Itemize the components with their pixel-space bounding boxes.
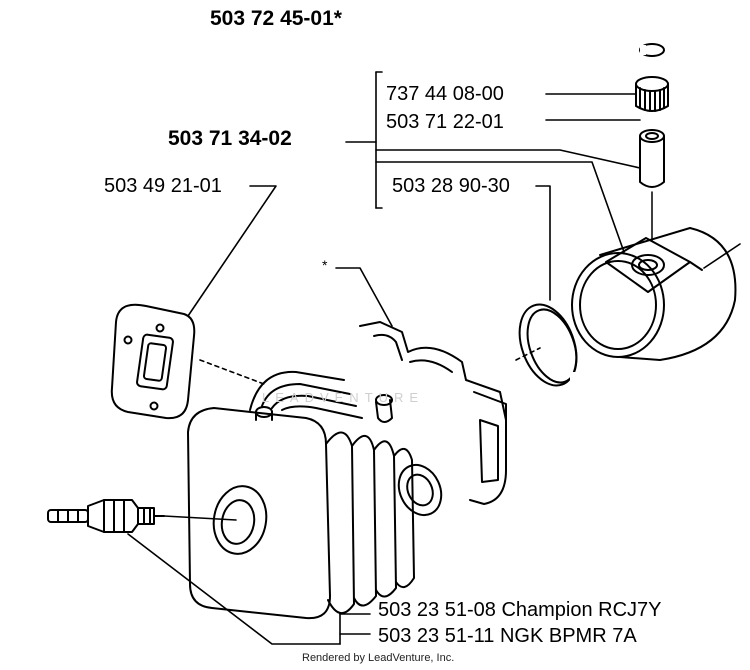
part-number-needle-bearing: 737 44 08-00 [386,83,504,105]
cylinder-asterisk-marker: * [322,257,328,273]
leader-lines [127,71,741,645]
cylinder-gasket [110,303,196,420]
part-number-assembly: 503 72 45-01* [210,7,342,30]
part-number-piston-kit: 503 71 34-02 [168,127,292,150]
needle-bearing [635,76,669,112]
watermark: LEADVENTURE [262,390,425,405]
retaining-clip [639,43,665,57]
spark-plug [47,499,165,533]
piston [571,227,737,361]
part-number-piston-ring: 503 28 90-30 [392,175,510,197]
piston-ring [518,303,580,387]
cylinder [187,321,507,620]
part-number-gasket: 503 49 21-01 [104,175,222,197]
part-number-spark-plug-ngk: 503 23 51-11 NGK BPMR 7A [378,625,637,647]
part-number-piston-pin: 503 71 22-01 [386,111,504,133]
part-number-spark-plug-champion: 503 23 51-08 Champion RCJ7Y [378,599,662,621]
piston-pin [639,129,665,188]
footer-credit: Rendered by LeadVenture, Inc. [302,652,455,664]
